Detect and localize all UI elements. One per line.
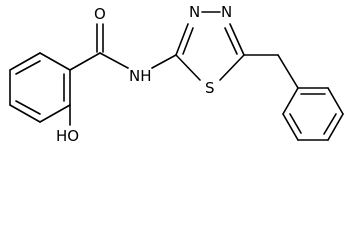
bond (229, 23, 245, 56)
carbonyl-oxygen-label: O (94, 5, 106, 23)
bond (39, 104, 71, 123)
bond (282, 113, 299, 141)
bond (282, 87, 299, 115)
bond (327, 87, 344, 115)
double-bond-inner (323, 113, 337, 135)
bond (69, 52, 101, 71)
ring-nitrogen-left-label: N (189, 3, 200, 21)
bond (151, 54, 177, 69)
phenyl-ring (282, 87, 344, 141)
bond (277, 54, 299, 89)
bond (9, 52, 41, 71)
double-bond-inner (15, 60, 41, 75)
bond (99, 52, 129, 69)
amide-group: O NH (69, 5, 177, 85)
bond (175, 23, 189, 56)
chemical-structure: HO O NH N N S (9, 3, 344, 145)
amide-nitrogen-label: NH (129, 67, 152, 85)
benzyl-linker (243, 54, 299, 89)
bond (9, 104, 41, 123)
bond (327, 113, 344, 141)
ring-nitrogen-right-label: N (221, 3, 232, 21)
double-bond-inner (15, 100, 41, 115)
sulfur-label: S (205, 79, 215, 97)
bond (175, 54, 201, 81)
hydroxyl-group: HO (56, 104, 79, 145)
double-bond-inner (224, 27, 238, 55)
double-bond-inner (182, 27, 194, 55)
bond (39, 52, 71, 71)
bond (219, 54, 245, 81)
hydroxyl-label: HO (56, 127, 79, 145)
salicyl-benzene-ring (9, 52, 71, 123)
double-bond-inner (289, 113, 302, 134)
thiadiazole-ring: N N S (175, 3, 245, 97)
